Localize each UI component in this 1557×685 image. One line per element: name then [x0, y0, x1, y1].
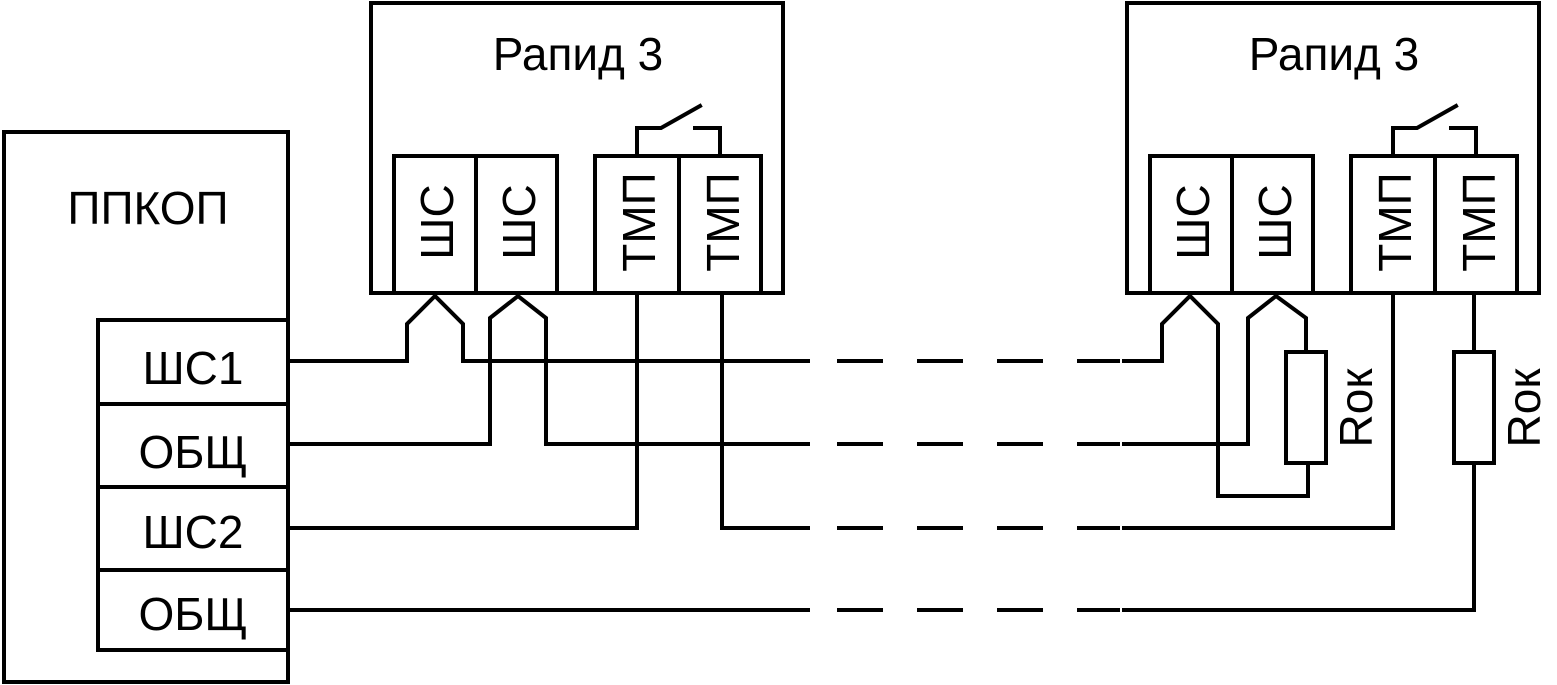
panel-terminal-common-2: ОБЩ	[138, 588, 247, 640]
detector-1-terminal-tmp-b: ТМП	[697, 172, 749, 271]
panel-terminal-shs2: ШС2	[143, 506, 244, 558]
panel-terminal-common-1: ОБЩ	[138, 426, 247, 478]
detector-2-shs-a-contacts	[1160, 293, 1310, 498]
detector-1-terminal-block: ШС ШС ТМП ТМП	[392, 154, 763, 295]
detector-1-tamper-switch	[635, 103, 722, 158]
detector-2-title: Рапид 3	[1249, 28, 1420, 80]
detector-1: Рапид 3 ШС ШС ТМП ТМП	[369, 1, 785, 530]
detector-1-terminal-tmp-a: ТМП	[613, 172, 665, 271]
detector-1-shs-a-contacts	[405, 293, 465, 363]
detector-2-terminal-tmp-a: ТМП	[1369, 172, 1421, 271]
detector-2-shs-b-contacts	[1232, 293, 1308, 446]
detector-2-tamper-switch	[1391, 103, 1478, 158]
control-panel: ППКОП ШС1 ОБЩ ШС2 ОБЩ	[2, 130, 290, 684]
panel-terminal-shs1: ШС1	[143, 342, 244, 394]
detector-2-terminal-shs-b: ШС	[1249, 184, 1301, 259]
detector-2-terminal-shs-a: ШС	[1167, 184, 1219, 259]
control-panel-title: ППКОП	[67, 182, 228, 234]
detector-2-terminal-block: ШС ШС ТМП ТМП	[1148, 154, 1519, 295]
resistor-1	[1284, 350, 1328, 465]
resistor-1-label: Rок	[1330, 368, 1382, 448]
detector-1-terminal-shs-b: ШС	[493, 184, 545, 259]
detector-1-terminal-shs-a: ШС	[411, 184, 463, 259]
resistor-2	[1452, 350, 1496, 465]
detector-2: Рапид 3 ШС ШС ТМП ТМП Rок Rок	[1125, 1, 1550, 612]
detector-1-shs-b-contacts	[488, 293, 548, 446]
resistor-2-label: Rок	[1498, 368, 1550, 448]
detector-2-terminal-tmp-b: ТМП	[1453, 172, 1505, 271]
detector-1-title: Рапид 3	[493, 28, 664, 80]
wiring	[286, 359, 1476, 612]
panel-terminal-block: ШС1 ОБЩ ШС2 ОБЩ	[96, 318, 290, 652]
